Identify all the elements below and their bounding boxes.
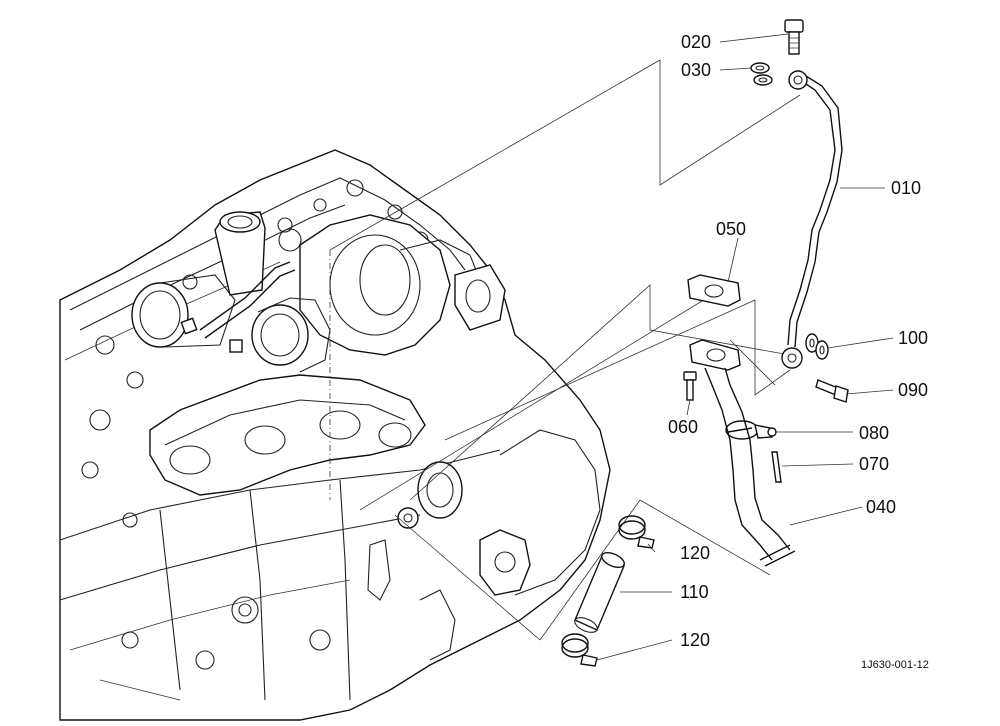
label-090: 090 [898, 380, 928, 400]
label-100: 100 [898, 328, 928, 348]
part-050-flange-gasket[interactable] [687, 274, 741, 307]
leader-lines [596, 33, 894, 661]
part-090-bolt[interactable] [815, 379, 849, 403]
label-020: 020 [681, 32, 711, 52]
part-080-clamp[interactable] [725, 420, 777, 440]
label-010: 010 [891, 178, 921, 198]
label-030: 030 [681, 60, 711, 80]
part-060-bolt[interactable] [683, 371, 697, 401]
label-040: 040 [866, 497, 896, 517]
label-120-lower: 120 [680, 630, 710, 650]
part-030-gasket-washers[interactable] [750, 62, 773, 86]
part-100-gasket-washers[interactable] [805, 333, 829, 360]
part-120-hose-clamp-upper[interactable] [618, 515, 655, 549]
part-040-return-pipe[interactable] [689, 339, 796, 567]
label-060: 060 [668, 417, 698, 437]
label-110: 110 [680, 582, 709, 602]
part-120-hose-clamp-lower[interactable] [561, 633, 598, 667]
label-070: 070 [859, 454, 889, 474]
figure-reference: 1J630-001-12 [861, 659, 929, 671]
part-010-oil-pipe[interactable] [781, 70, 843, 369]
part-070-pin[interactable] [771, 451, 782, 483]
part-110-hose[interactable] [573, 550, 627, 636]
label-080: 080 [859, 423, 889, 443]
part-020-eye-bolt[interactable] [784, 19, 804, 55]
engine-block-illustration [59, 149, 611, 721]
label-050: 050 [716, 219, 746, 239]
part-labels: 020 030 010 050 100 090 060 080 070 040 … [668, 32, 929, 671]
label-120-upper: 120 [680, 543, 710, 563]
